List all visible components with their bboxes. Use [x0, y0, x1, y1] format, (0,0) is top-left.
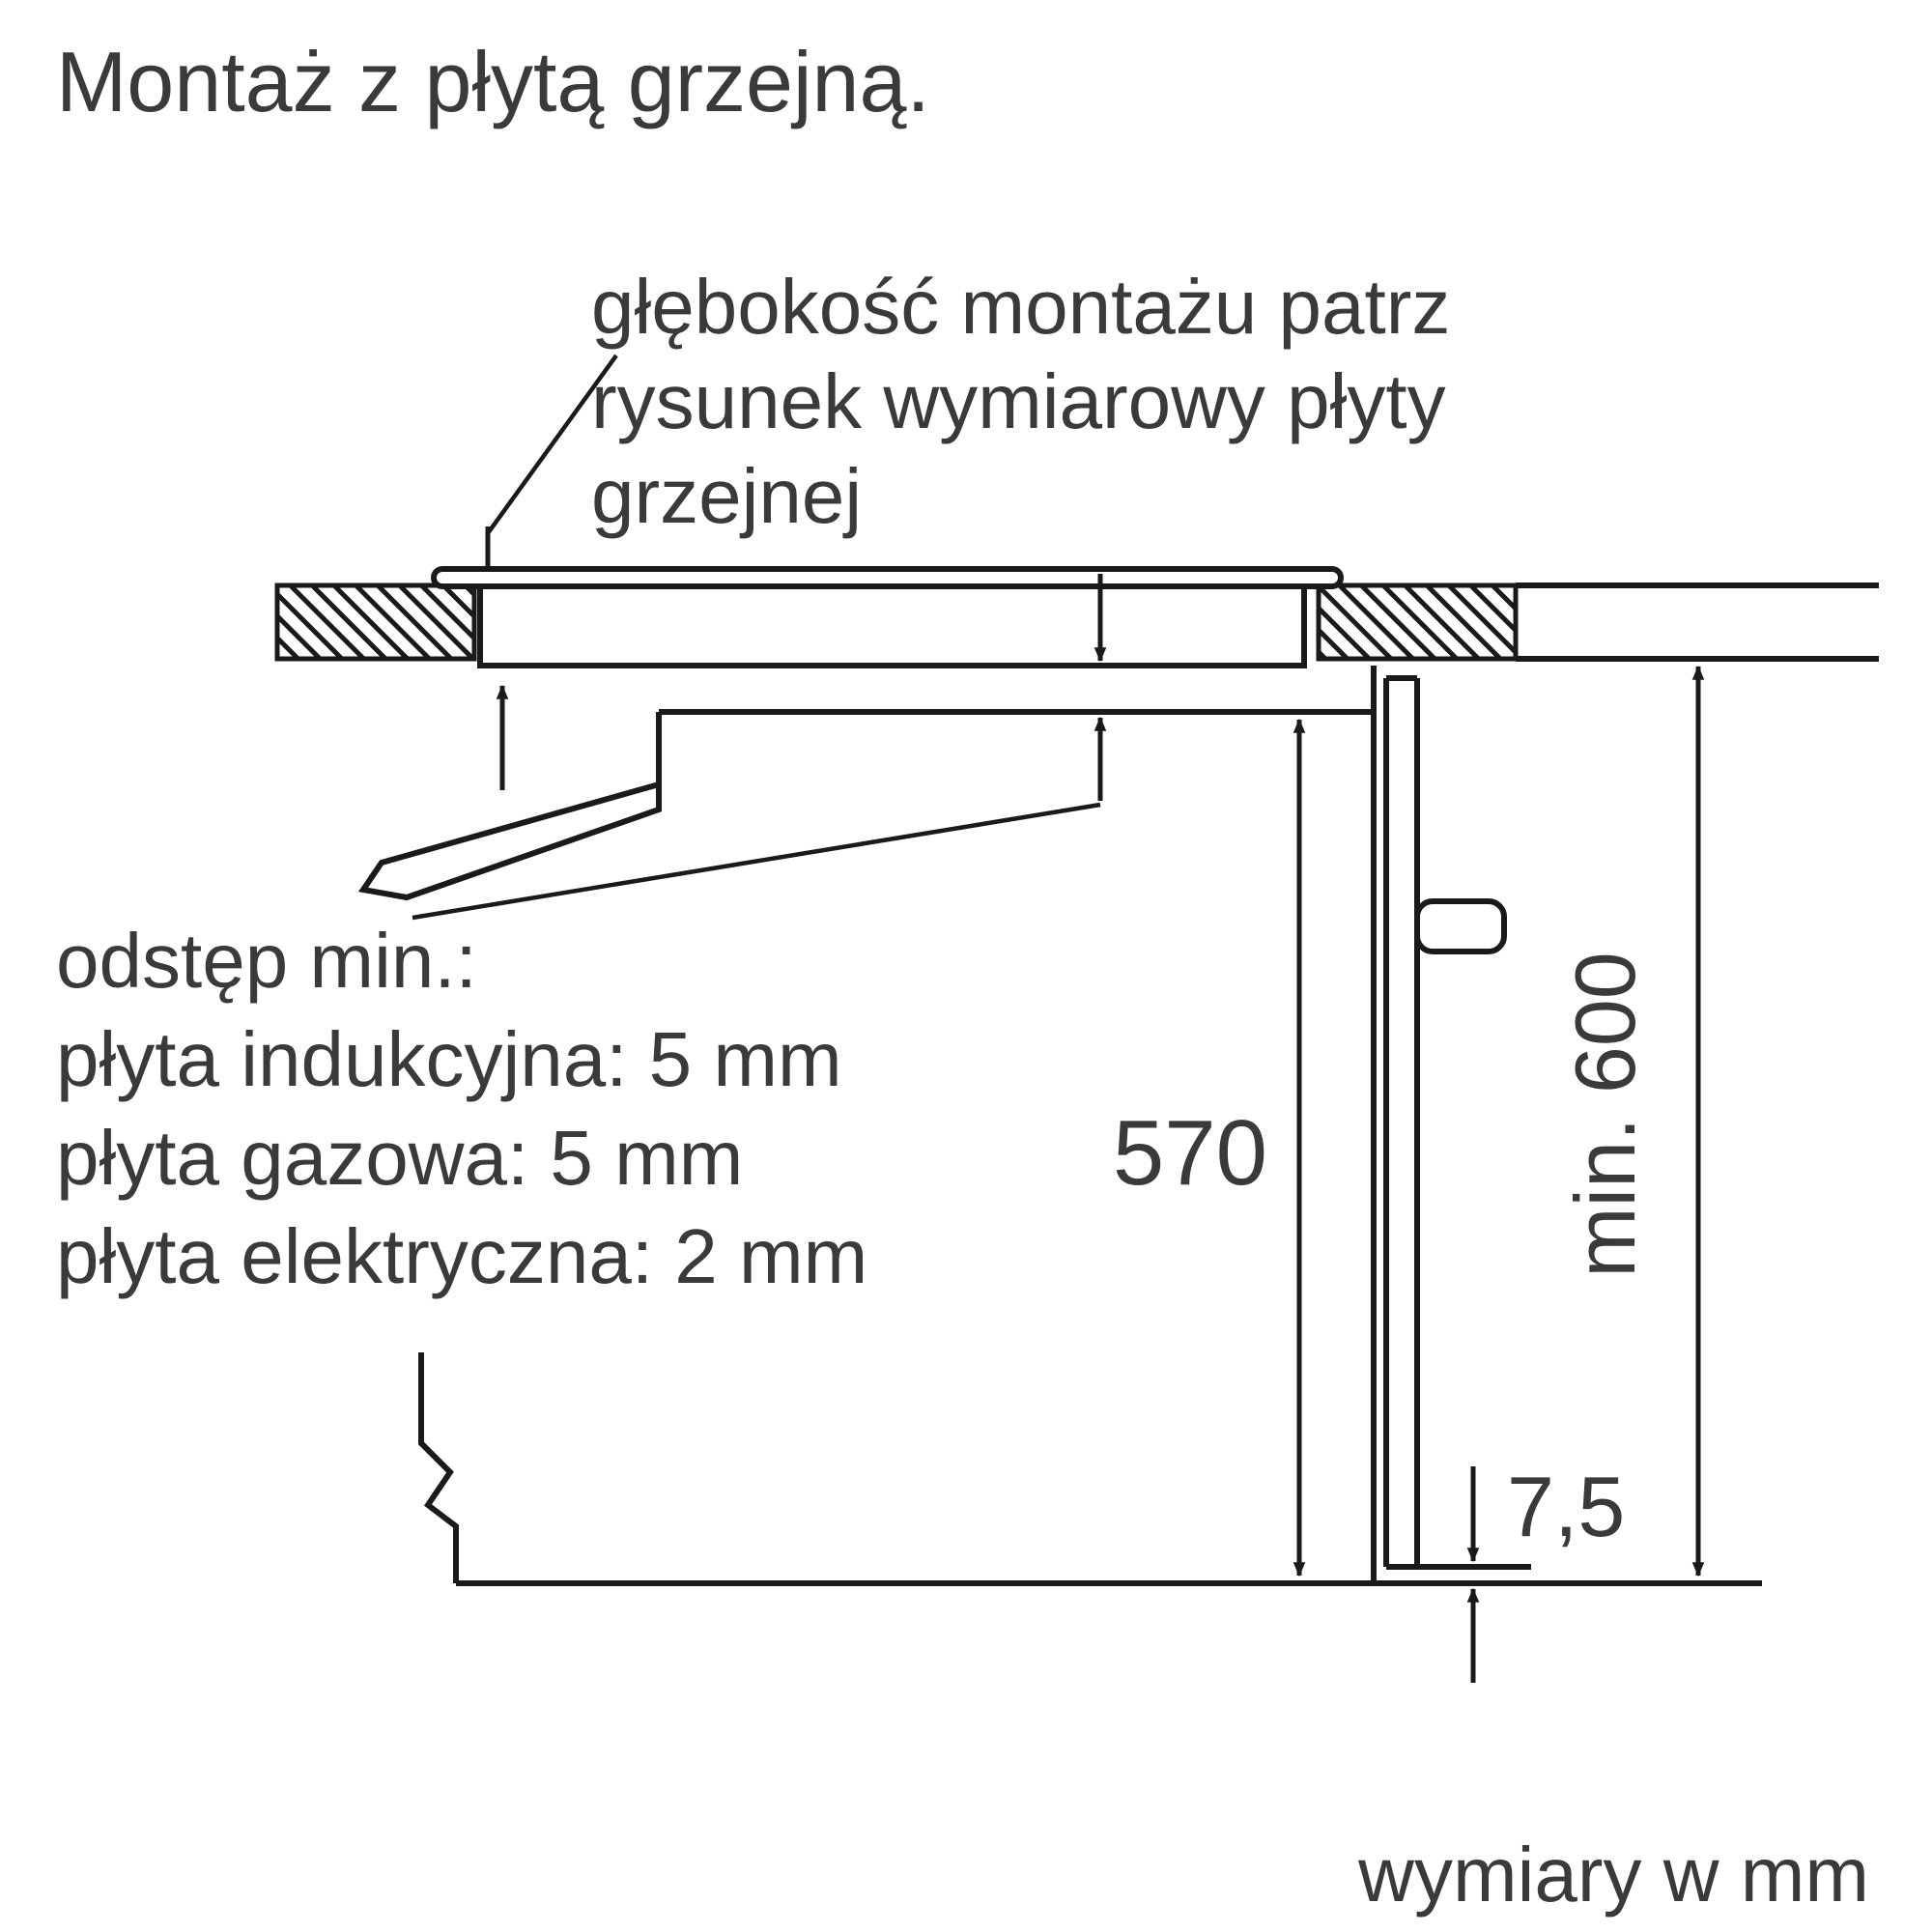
page-title: Montaż z płytą grzejną.	[56, 34, 930, 129]
dimension-label-7-5: 7,5	[1507, 1459, 1625, 1554]
clearance-heading: odstęp min.:	[56, 918, 477, 1004]
annotation-line-2: rysunek wymiarowy płyty	[591, 358, 1446, 444]
annotation-line-3: grzejnej	[591, 453, 862, 539]
units-footnote: wymiary w mm	[1357, 1832, 1869, 1918]
cabinet-left-break-line	[418, 1352, 459, 1583]
oven-knob	[1414, 898, 1507, 954]
countertop-right-hatch	[1316, 582, 1519, 662]
countertop-left-hatch	[274, 582, 477, 662]
clearance-note: odstęp min.: płyta indukcyjna: 5 mm płyt…	[56, 918, 867, 1299]
clearance-electric: płyta elektryczna: 2 mm	[56, 1213, 867, 1299]
hob-glass	[431, 566, 1344, 589]
hob-body	[477, 583, 1307, 668]
annotation-depth-note: głębokość montażu patrz rysunek wymiarow…	[591, 264, 1450, 539]
annotation-line-1: głębokość montażu patrz	[591, 264, 1450, 350]
dimension-label-min-600: min. 600	[1557, 952, 1653, 1278]
clearance-induction: płyta indukcyjna: 5 mm	[56, 1016, 842, 1102]
dimension-label-570: 570	[1113, 1101, 1267, 1205]
clearance-gas: płyta gazowa: 5 mm	[56, 1115, 743, 1201]
annotation-leader-line	[486, 354, 618, 535]
cabinet-cut-wedge	[357, 781, 662, 901]
clearance-leader-line	[412, 802, 1101, 921]
